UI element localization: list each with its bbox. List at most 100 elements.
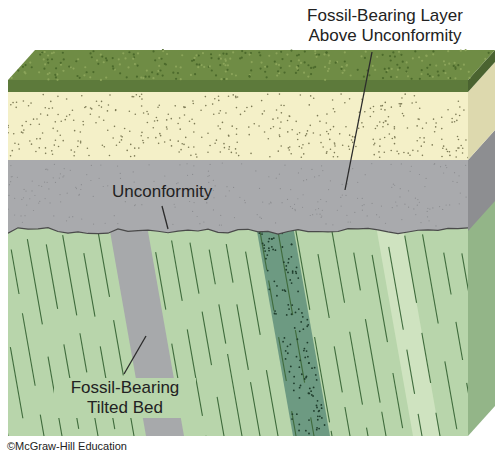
sand-dot: [102, 144, 104, 146]
sand-dot: [379, 138, 381, 140]
sand-dot: [423, 137, 425, 139]
sand-dot: [422, 128, 424, 130]
sand-dot: [307, 356, 309, 358]
sand-dot: [287, 345, 289, 347]
sand-dot: [288, 149, 290, 151]
grass-dot: [180, 66, 182, 68]
sand-dot: [293, 376, 295, 378]
sand-dot: [305, 430, 307, 432]
sand-dot: [391, 138, 393, 140]
sand-dot: [352, 136, 354, 138]
bedding-stripe: [331, 431, 346, 436]
grass-dot: [259, 54, 261, 56]
sand-dot: [236, 107, 238, 109]
grass-dot: [250, 69, 252, 71]
grain-dot: [114, 215, 115, 216]
grain-dot: [446, 167, 447, 168]
grass-dot: [364, 57, 366, 59]
grain-dot: [47, 169, 48, 170]
grain-dot: [268, 176, 269, 177]
sand-dot: [58, 146, 60, 148]
sand-dot: [268, 288, 270, 290]
sand-dot: [418, 119, 420, 121]
sand-dot: [295, 312, 297, 314]
grass-dot: [239, 57, 241, 59]
grain-dot: [408, 190, 409, 191]
grain-dot: [365, 174, 366, 175]
sand-dot: [383, 122, 385, 124]
grain-dot: [192, 211, 193, 212]
sand-dot: [416, 125, 418, 127]
grass-dot: [295, 72, 297, 74]
grain-dot: [197, 216, 198, 217]
sand-dot: [47, 114, 49, 116]
grain-dot: [312, 214, 313, 215]
grain-dot: [233, 187, 234, 188]
grass-dot: [460, 50, 462, 52]
sand-dot: [192, 103, 194, 105]
sand-dot: [326, 122, 328, 124]
sand-dot: [18, 143, 20, 145]
grass-dot: [342, 72, 344, 74]
sand-dot: [326, 151, 328, 153]
bedding-stripe: [10, 347, 23, 418]
sand-dot: [349, 148, 351, 150]
sand-dot: [16, 101, 18, 103]
sand-dot: [87, 147, 89, 149]
grain-dot: [208, 171, 209, 172]
grain-dot: [193, 165, 194, 166]
bedding-stripe: [114, 320, 124, 375]
sand-dot: [316, 405, 318, 407]
sand-dot: [292, 272, 294, 274]
sand-dot: [382, 105, 384, 107]
sand-dot: [309, 125, 311, 127]
sand-dot: [166, 119, 168, 121]
sand-dot: [136, 94, 138, 96]
sand-dot: [121, 139, 123, 141]
side-face: [468, 50, 495, 436]
grass-dot: [44, 51, 46, 53]
grain-dot: [443, 172, 444, 173]
sand-dot: [334, 111, 336, 113]
sand-dot: [373, 154, 375, 156]
grain-dot: [24, 189, 25, 190]
sand-dot: [266, 254, 268, 256]
bedding-stripe: [436, 413, 446, 436]
grain-dot: [415, 214, 416, 215]
sand-dot: [23, 129, 25, 131]
grain-dot: [76, 188, 77, 189]
sand-dot: [130, 156, 132, 158]
sand-dot: [207, 132, 209, 134]
unconformity-surface: [8, 228, 468, 234]
sand-dot: [140, 135, 142, 137]
grass-dot: [288, 65, 290, 67]
leader-line: [345, 52, 372, 190]
grain-dot: [67, 193, 68, 194]
sand-dot: [308, 433, 310, 435]
grain-dot: [199, 223, 200, 224]
grain-dot: [63, 175, 64, 176]
sand-dot: [30, 124, 32, 126]
sand-dot: [232, 94, 234, 96]
sand-dot: [191, 118, 193, 120]
grass-dot: [75, 60, 77, 62]
bedding-stripe: [228, 354, 244, 436]
grain-dot: [103, 186, 104, 187]
grass-dot: [391, 68, 393, 70]
sand-dot: [267, 93, 269, 95]
grass-dot: [89, 76, 91, 78]
grass-dot: [298, 59, 300, 61]
sand-dot: [261, 233, 263, 235]
sand-dot: [109, 94, 111, 96]
sand-dot: [321, 407, 323, 409]
dotted-bed: [255, 220, 330, 436]
grass-dot: [140, 77, 142, 79]
sand-dot: [194, 123, 196, 125]
sand-dot: [384, 151, 386, 153]
grass-dot: [22, 66, 24, 68]
grain-dot: [427, 211, 428, 212]
sand-dot: [387, 124, 389, 126]
grass-dot: [17, 70, 19, 72]
sand-dot: [372, 139, 374, 141]
grass-dot: [304, 50, 306, 52]
